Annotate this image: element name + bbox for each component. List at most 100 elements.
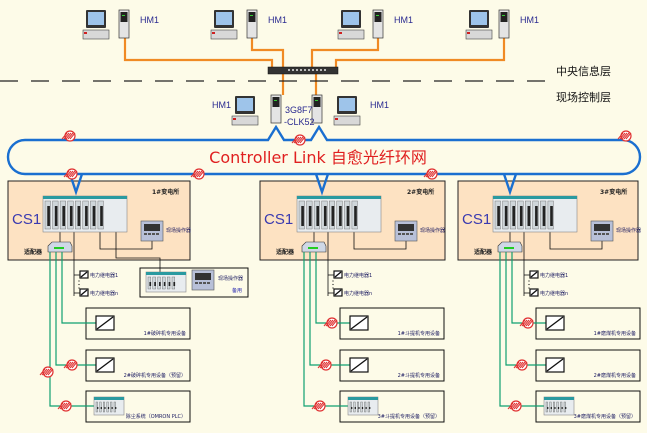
- switch-port: [308, 69, 310, 71]
- ethernet-switch-icon: [267, 66, 339, 75]
- slot-connector: [100, 206, 103, 226]
- fiber-marker-icon: [317, 359, 332, 371]
- top-hmi-pc-icon: [337, 10, 365, 40]
- panel-key: [410, 233, 413, 235]
- pc-base: [465, 29, 493, 40]
- marker-hatch: [621, 132, 628, 140]
- marker-hatch: [63, 170, 70, 178]
- tower-led: [274, 100, 277, 101]
- slot-connector: [565, 407, 567, 409]
- rack-top: [297, 196, 381, 199]
- device-label: 1#破碎机专用设备: [144, 330, 186, 337]
- device-label: 2#磨煤机专用设备: [594, 372, 636, 379]
- slot-connector: [361, 407, 364, 409]
- marker-hatch: [519, 319, 526, 327]
- marker-hatch: [625, 132, 632, 140]
- ring-drop-line: [502, 173, 518, 196]
- relay-diagonal: [530, 271, 538, 278]
- marker-hatch: [311, 402, 318, 410]
- slot-connector: [351, 407, 353, 409]
- marker-hatch: [507, 402, 514, 410]
- middle-hmi-right-pc-icon: [333, 96, 361, 126]
- server-model-line1: 3G8F7: [285, 105, 313, 115]
- marker-hatch: [65, 132, 72, 140]
- relay-n-icon: [529, 288, 539, 297]
- marker-hatch: [515, 361, 522, 369]
- slot-connector: [308, 206, 312, 226]
- pc-base: [82, 29, 110, 40]
- cs1-plc-rack-icon: [492, 195, 578, 233]
- monitor-screen: [237, 98, 253, 111]
- panel-cable: [549, 232, 603, 250]
- ellipsis-dot: [332, 280, 334, 282]
- ellipsis-dot: [78, 287, 80, 289]
- tower-bay: [248, 12, 256, 22]
- marker-hatch: [192, 170, 199, 178]
- marker-hatch: [315, 402, 322, 410]
- switch-port: [292, 69, 294, 71]
- panel-cable: [353, 232, 407, 250]
- ring-drop-line: [314, 173, 330, 196]
- slot-connector: [54, 206, 58, 226]
- marker-hatch: [513, 402, 520, 410]
- marker-hatch: [327, 319, 334, 327]
- panel-key: [598, 233, 601, 235]
- marker-hatch: [509, 402, 516, 410]
- marker-hatch: [321, 361, 328, 369]
- rack-top: [493, 196, 577, 199]
- fiber-marker-icon: [311, 400, 326, 412]
- device-label: 1#斗提机专用设备: [398, 330, 440, 337]
- pc-base: [210, 29, 238, 40]
- slot-connector: [331, 206, 335, 226]
- plc-label: CS1: [12, 211, 41, 228]
- slot-connector: [85, 206, 88, 226]
- spare-note: 备用: [232, 287, 242, 294]
- marker-hatch: [61, 402, 68, 410]
- marker-hatch: [329, 319, 336, 327]
- panel-key: [406, 233, 409, 235]
- fiber-marker-icon: [63, 168, 78, 180]
- tower-case: [311, 94, 323, 124]
- switch-port: [320, 69, 322, 71]
- marker-hatch: [57, 402, 64, 410]
- substation-3: 3#变电所CS1现场操作器适配器电力继电器1电力继电器n1#磨煤机专用设备2#磨…: [457, 173, 641, 423]
- slot-connector: [547, 407, 549, 409]
- relay-diagonal: [96, 316, 114, 330]
- marker-hatch: [63, 402, 70, 410]
- ethernet-line-4: [334, 38, 506, 68]
- power-led: [212, 32, 215, 34]
- panel-key: [402, 233, 405, 235]
- top-hmi-pc-icon: [82, 10, 110, 40]
- adapter-icon: [301, 241, 327, 253]
- device-label: 3#磨煤机专用设备（预留）: [574, 413, 636, 420]
- adapter-label: 适配器: [474, 248, 493, 256]
- slot-connector: [316, 206, 320, 226]
- monitor-screen: [88, 12, 104, 25]
- marker-hatch: [39, 368, 46, 376]
- server-right-tower-icon: [311, 94, 323, 124]
- slot-connector: [339, 206, 342, 226]
- slot-connector: [550, 206, 553, 226]
- tower-bay: [272, 97, 280, 107]
- marker-hatch: [523, 319, 530, 327]
- marker-hatch: [43, 368, 50, 376]
- marker-hatch: [521, 319, 528, 327]
- switch-port: [296, 69, 298, 71]
- slot-connector: [369, 407, 371, 409]
- slot-connector: [365, 407, 367, 409]
- panel-key: [199, 282, 202, 284]
- slot-connector: [107, 407, 110, 409]
- device-label: 1#磨煤机专用设备: [594, 330, 636, 337]
- top-hmi-label: HM1: [268, 15, 287, 25]
- marker-hatch: [325, 319, 332, 327]
- slot-connector: [512, 206, 516, 226]
- ellipsis-dot: [332, 287, 334, 289]
- marker-hatch: [299, 136, 306, 144]
- monitor-screen: [339, 98, 355, 111]
- tower-bay: [374, 12, 382, 22]
- converter-icon: [545, 357, 565, 373]
- tower-bay: [313, 97, 321, 107]
- marker-hatch: [67, 361, 74, 369]
